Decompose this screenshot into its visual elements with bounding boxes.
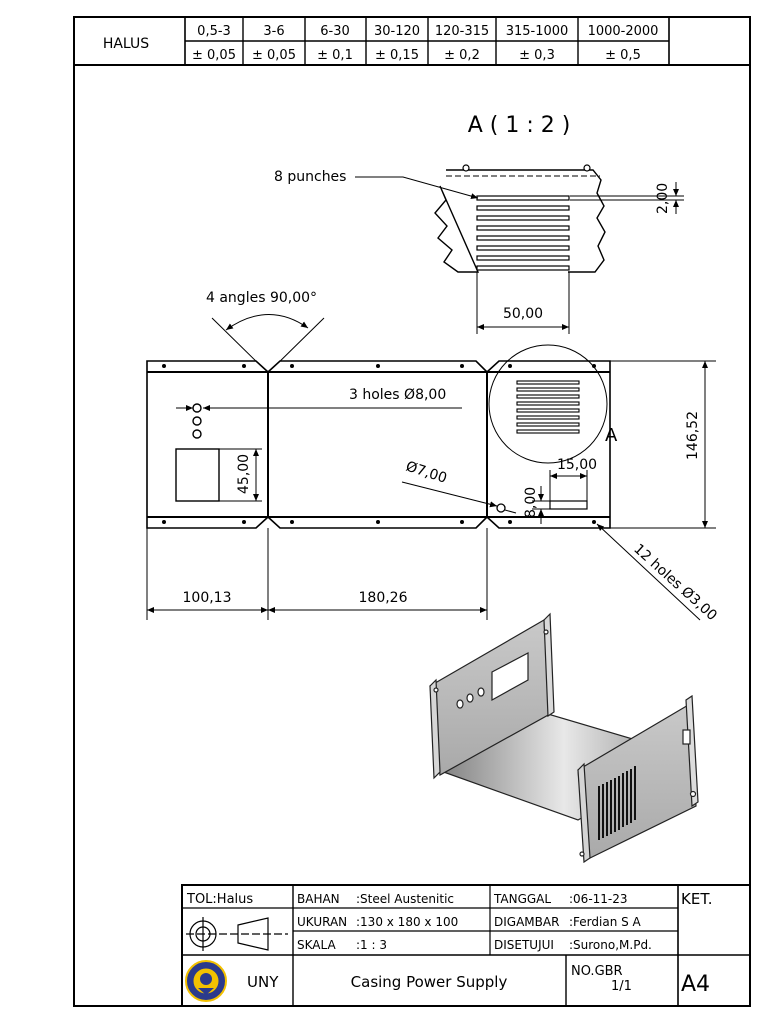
skala-key: SKALA [297,938,336,952]
ukuran-key: UKURAN [297,915,347,929]
paper-size: A4 [681,972,710,997]
detail-punch-slots [476,195,570,271]
left-wall-window [491,652,529,702]
vent-slots [516,380,580,434]
isometric-casing-view [429,612,699,864]
right-wall-vents [598,766,636,840]
punch-note: 8 punches [274,169,346,185]
disetujui-key: DISETUJUI [494,938,554,952]
detail-title: A ( 1 : 2 ) [468,113,571,138]
range-cell: 6-30 [320,24,350,39]
angles-note: 4 angles 90,00° [206,290,317,306]
tolerance-cell: ± 0,15 [375,48,419,63]
holes-note: 3 holes Ø8,00 [349,387,446,403]
tolerance-cell: ± 0,1 [317,48,353,63]
right-wall-slot [682,729,691,745]
detail-marker-circle [488,344,608,464]
drawing-title: Casing Power Supply [351,973,508,991]
no-gbr-label: NO.GBR [571,964,623,979]
title-block: TOL:Halus BAHAN :Steel Austenitic UKURAN… [181,884,751,1007]
tolerance-cell: ± 0,05 [192,48,236,63]
tanggal-value: :06-11-23 [569,892,628,906]
tolerance-cell: ± 0,05 [252,48,296,63]
bahan-key: BAHAN [297,892,340,906]
digambar-key: DIGAMBAR [494,915,559,929]
detail-break-outline [434,169,606,273]
slot-height-dim-flat: 8,00 [523,487,539,518]
width-dim-mid: 180,26 [359,590,408,606]
range-cell: 120-315 [435,24,489,39]
slot-height-dim: 2,00 [655,183,671,214]
projection-symbol [186,917,288,951]
skala-value: :1 : 3 [356,938,387,952]
small-holes-note: 12 holes Ø3,00 [630,541,720,624]
three-holes [192,403,202,439]
casing-right-wall [577,702,697,861]
tolerance-table-label: HALUS [103,36,149,52]
flat-pattern-view: 4 angles 90,00° 3 holes Ø8,00 [146,290,720,624]
detail-marker-label: A [605,425,618,446]
institution-name: UNY [247,973,279,991]
slot-cutout [549,500,588,510]
tolerance-table: HALUS 0,5-3 3-6 6-30 30-120 120-315 315-… [74,16,750,66]
detail-width-dim: 50,00 [503,306,543,322]
disetujui-value: :Surono,M.Pd. [569,938,652,952]
tolerance-cell: ± 0,3 [519,48,555,63]
range-cell: 3-6 [263,24,284,39]
tolerance-cell: ± 0,2 [444,48,480,63]
window-height-dim: 45,00 [236,454,252,494]
range-cell: 30-120 [374,24,420,39]
sheet-number: 1/1 [611,979,632,994]
range-cell: 1000-2000 [588,24,659,39]
ukuran-value: :130 x 180 x 100 [356,915,458,929]
bahan-value: :Steel Austenitic [356,892,454,906]
detail-view-a: A ( 1 : 2 ) 50,00 8 punches 2,00 [274,113,684,334]
uny-logo [185,960,227,1002]
tanggal-key: TANGGAL [493,892,551,906]
tolerance-cell: ± 0,5 [605,48,641,63]
digambar-value: :Ferdian S A [569,915,642,929]
range-cell: 0,5-3 [197,24,231,39]
window-cutout [175,448,220,502]
ket-label: KET. [681,890,712,908]
overall-height-dim: 146,52 [685,411,701,460]
slot-width-dim: 15,00 [557,457,597,473]
range-cell: 315-1000 [506,24,569,39]
single-hole [496,503,506,513]
mounting-holes [162,364,596,524]
width-dim-left: 100,13 [183,590,232,606]
tol-label: TOL:Halus [186,892,253,907]
